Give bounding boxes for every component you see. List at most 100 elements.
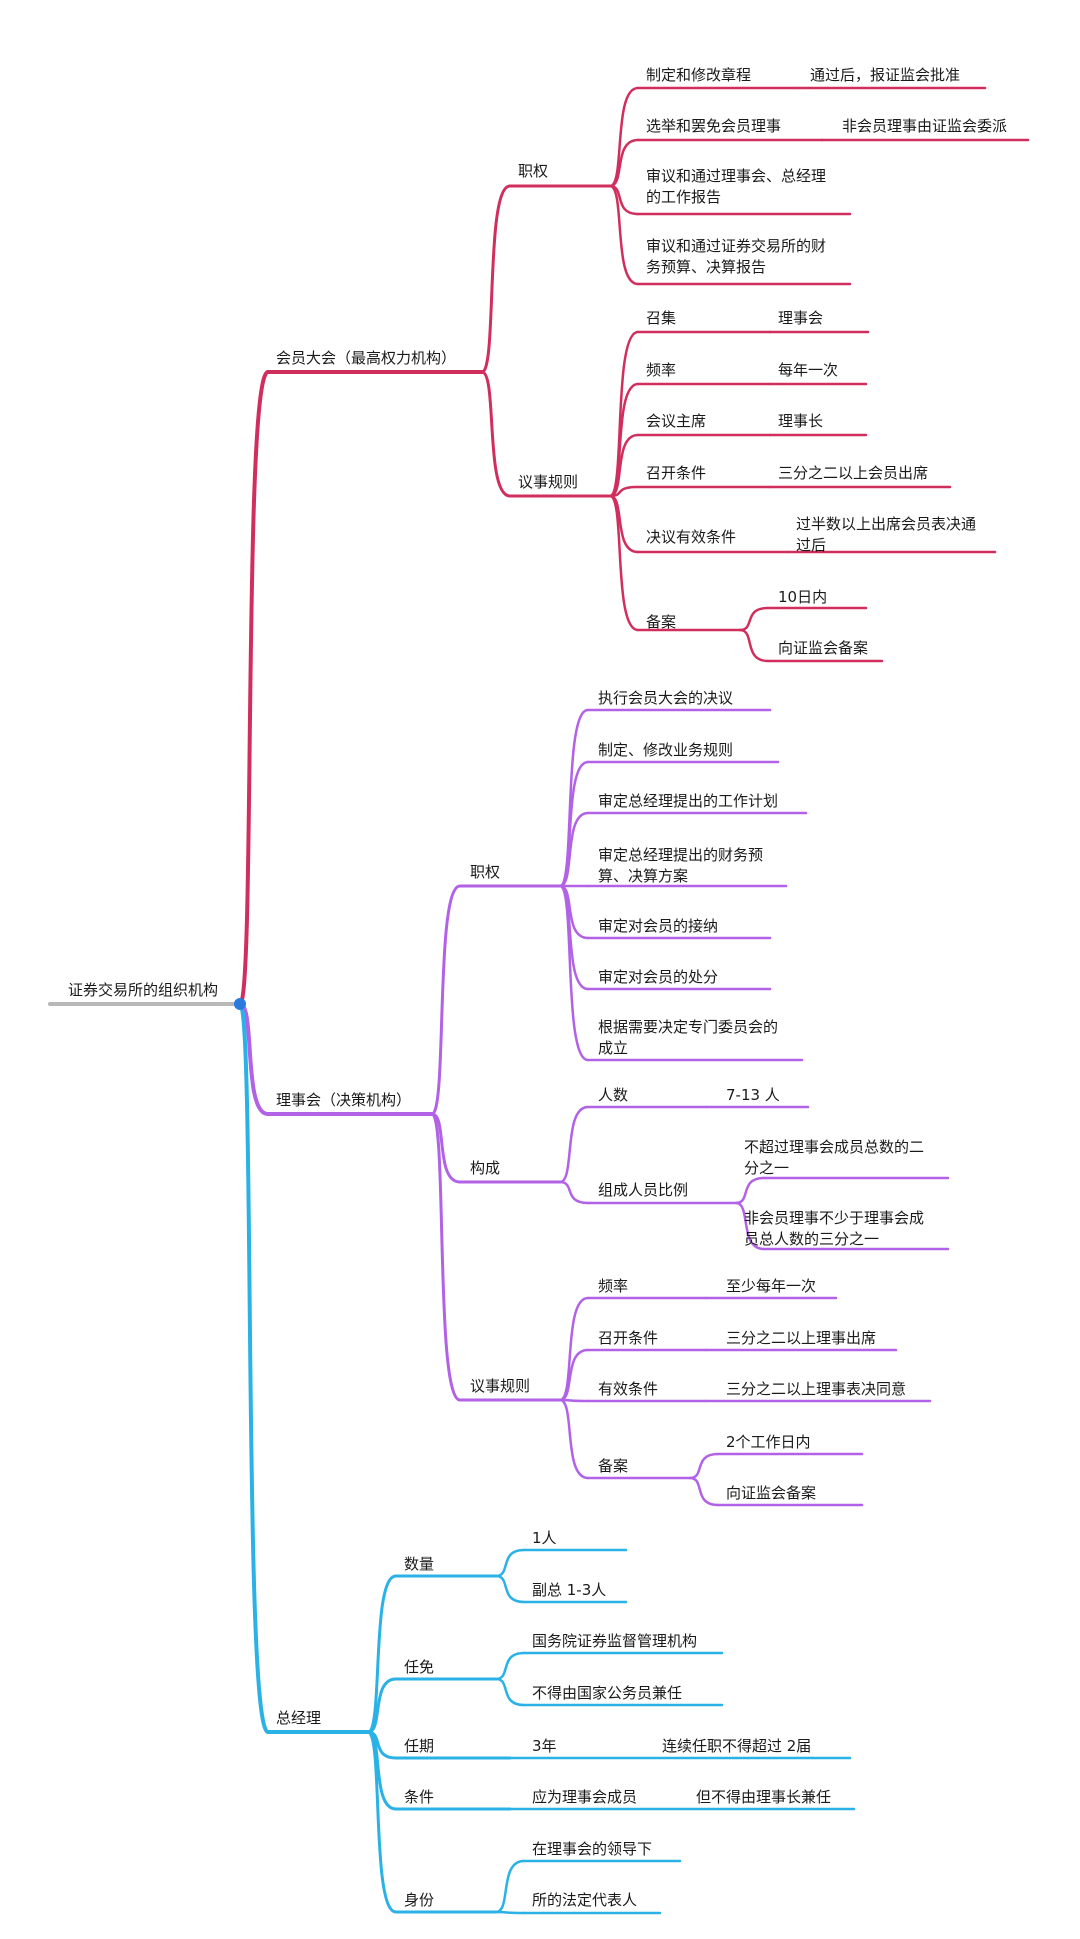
leaf-curve: [608, 138, 640, 188]
sub-curve: [480, 370, 512, 498]
ga-rule-note: 理事会: [778, 309, 824, 327]
leaf-curve: [608, 184, 640, 286]
leaf-curve: [558, 708, 590, 888]
ga-rule-item: 决议有效条件: [646, 528, 737, 546]
branch-curve: [238, 1002, 270, 1734]
note-curve: [738, 606, 770, 632]
council-power-item: 根据需要决定专门委员会的 成立: [598, 1018, 779, 1057]
gm-count-item: 1人: [532, 1529, 557, 1547]
ga-rule-note: 三分之二以上会员出席: [778, 464, 929, 482]
ga-power-item: 审议和通过理事会、总经理 的工作报告: [646, 167, 827, 206]
council-rule-item: 备案: [598, 1457, 629, 1475]
gm-term-item: 3年: [532, 1737, 557, 1755]
council-rule-note: 2个工作日内: [726, 1433, 811, 1451]
ga-rule-note: 向证监会备案: [778, 639, 869, 657]
gm-count-item: 副总 1-3人: [532, 1581, 607, 1599]
leaf-curve: [494, 1677, 526, 1707]
council-rule-item: 有效条件: [598, 1380, 659, 1398]
council-rule-note: 三分之二以上理事出席: [726, 1329, 877, 1347]
council-rule-item: 召开条件: [598, 1329, 659, 1347]
sub-curve: [366, 1730, 398, 1914]
leaf-curve: [494, 1574, 526, 1604]
ga-powers-label: 职权: [518, 162, 549, 180]
council-power-item: 制定、修改业务规则: [598, 741, 734, 759]
council-power-item: 审定对会员的接纳: [598, 917, 719, 935]
connector-lines: [48, 86, 1030, 1915]
sub-curve: [430, 1112, 462, 1402]
council-comp-note: 不超过理事会成员总数的二 分之一: [744, 1138, 925, 1177]
council-comp-note: 非会员理事不少于理事会成 员总人数的三分之一: [744, 1209, 925, 1248]
sub-curve: [430, 1112, 462, 1184]
gm-condition-label: 条件: [404, 1788, 435, 1806]
council-rule-note: 至少每年一次: [726, 1277, 817, 1295]
leaf-curve: [558, 1180, 590, 1205]
ga-rule-item: 频率: [646, 361, 677, 379]
leaf-curve: [558, 1398, 590, 1480]
ga-rule-note: 过半数以上出席会员表决通 过后: [796, 515, 977, 554]
council-rule-note: 向证监会备案: [726, 1484, 817, 1502]
leaf-curve: [558, 1296, 590, 1402]
note-curve: [734, 1176, 766, 1205]
ga-power-item: 选举和罢免会员理事: [646, 117, 782, 135]
council-comp-item: 组成人员比例: [598, 1181, 689, 1199]
sub-curve: [480, 184, 512, 374]
ga-rule-item: 会议主席: [646, 412, 707, 430]
gm-term-note: 连续任职不得超过 2届: [662, 1737, 812, 1755]
leaf-curve: [494, 1910, 526, 1915]
sub-curve: [366, 1574, 398, 1734]
council-power-item: 审定总经理提出的财务预 算、决算方案: [598, 846, 764, 885]
ga-rule-note: 每年一次: [778, 361, 839, 379]
root-label: 证券交易所的组织机构: [68, 981, 219, 999]
leaf-curve: [558, 1348, 590, 1402]
leaf-curve: [558, 884, 590, 1062]
ga-rule-note: 10日内: [778, 588, 828, 606]
branch-general-assembly-label: 会员大会（最高权力机构）: [276, 349, 457, 367]
gm-appoint-item: 不得由国家公务员兼任: [532, 1684, 683, 1702]
gm-term-label: 任期: [404, 1737, 435, 1755]
gm-appoint-label: 任免: [404, 1658, 435, 1676]
council-comp-note: 7-13 人: [726, 1086, 780, 1104]
leaf-curve: [494, 1548, 526, 1578]
council-powers-label: 职权: [470, 863, 501, 881]
branch-curve: [238, 1002, 270, 1116]
ga-rule-item: 召集: [646, 309, 677, 327]
leaf-curve: [608, 494, 640, 632]
ga-rule-item: 召开条件: [646, 464, 707, 482]
ga-rule-item: 备案: [646, 613, 677, 631]
leaf-curve: [608, 86, 640, 188]
gm-identity-label: 身份: [404, 1891, 435, 1909]
note-curve: [734, 1201, 766, 1251]
gm-count-label: 数量: [404, 1555, 435, 1573]
ga-power-note: 非会员理事由证监会委派: [842, 117, 1008, 135]
ga-rule-note: 理事长: [778, 412, 824, 430]
leaf-curve: [494, 1651, 526, 1681]
gm-condition-note: 但不得由理事长兼任: [696, 1788, 832, 1806]
council-power-item: 审定总经理提出的工作计划: [598, 792, 779, 810]
note-curve: [738, 628, 770, 663]
gm-identity-item: 所的法定代表人: [532, 1891, 638, 1909]
leaf-curve: [608, 382, 640, 498]
council-power-item: 审定对会员的处分: [598, 968, 719, 986]
leaf-curve: [558, 811, 590, 888]
leaf-curve: [608, 433, 640, 498]
note-curve: [688, 1476, 720, 1507]
council-power-item: 执行会员大会的决议: [598, 689, 734, 707]
leaf-curve: [558, 1105, 590, 1184]
branch-general-manager-label: 总经理: [276, 1709, 322, 1727]
gm-identity-item: 在理事会的领导下: [532, 1840, 653, 1858]
ga-power-item: 制定和修改章程: [646, 66, 752, 84]
leaf-curve: [494, 1859, 526, 1914]
branch-curve: [238, 370, 270, 1006]
gm-appoint-item: 国务院证券监督管理机构: [532, 1632, 698, 1650]
root-node-dot: [234, 998, 246, 1010]
note-curve: [688, 1452, 720, 1480]
sub-curve: [430, 884, 462, 1116]
council-composition-label: 构成: [470, 1159, 501, 1177]
council-rule-note: 三分之二以上理事表决同意: [726, 1380, 907, 1398]
council-rules-label: 议事规则: [470, 1377, 531, 1395]
ga-power-item: 审议和通过证券交易所的财 务预算、决算报告: [646, 237, 827, 276]
branch-council-label: 理事会（决策机构）: [276, 1091, 412, 1109]
gm-condition-item: 应为理事会成员: [532, 1788, 638, 1806]
ga-rules-label: 议事规则: [518, 473, 579, 491]
